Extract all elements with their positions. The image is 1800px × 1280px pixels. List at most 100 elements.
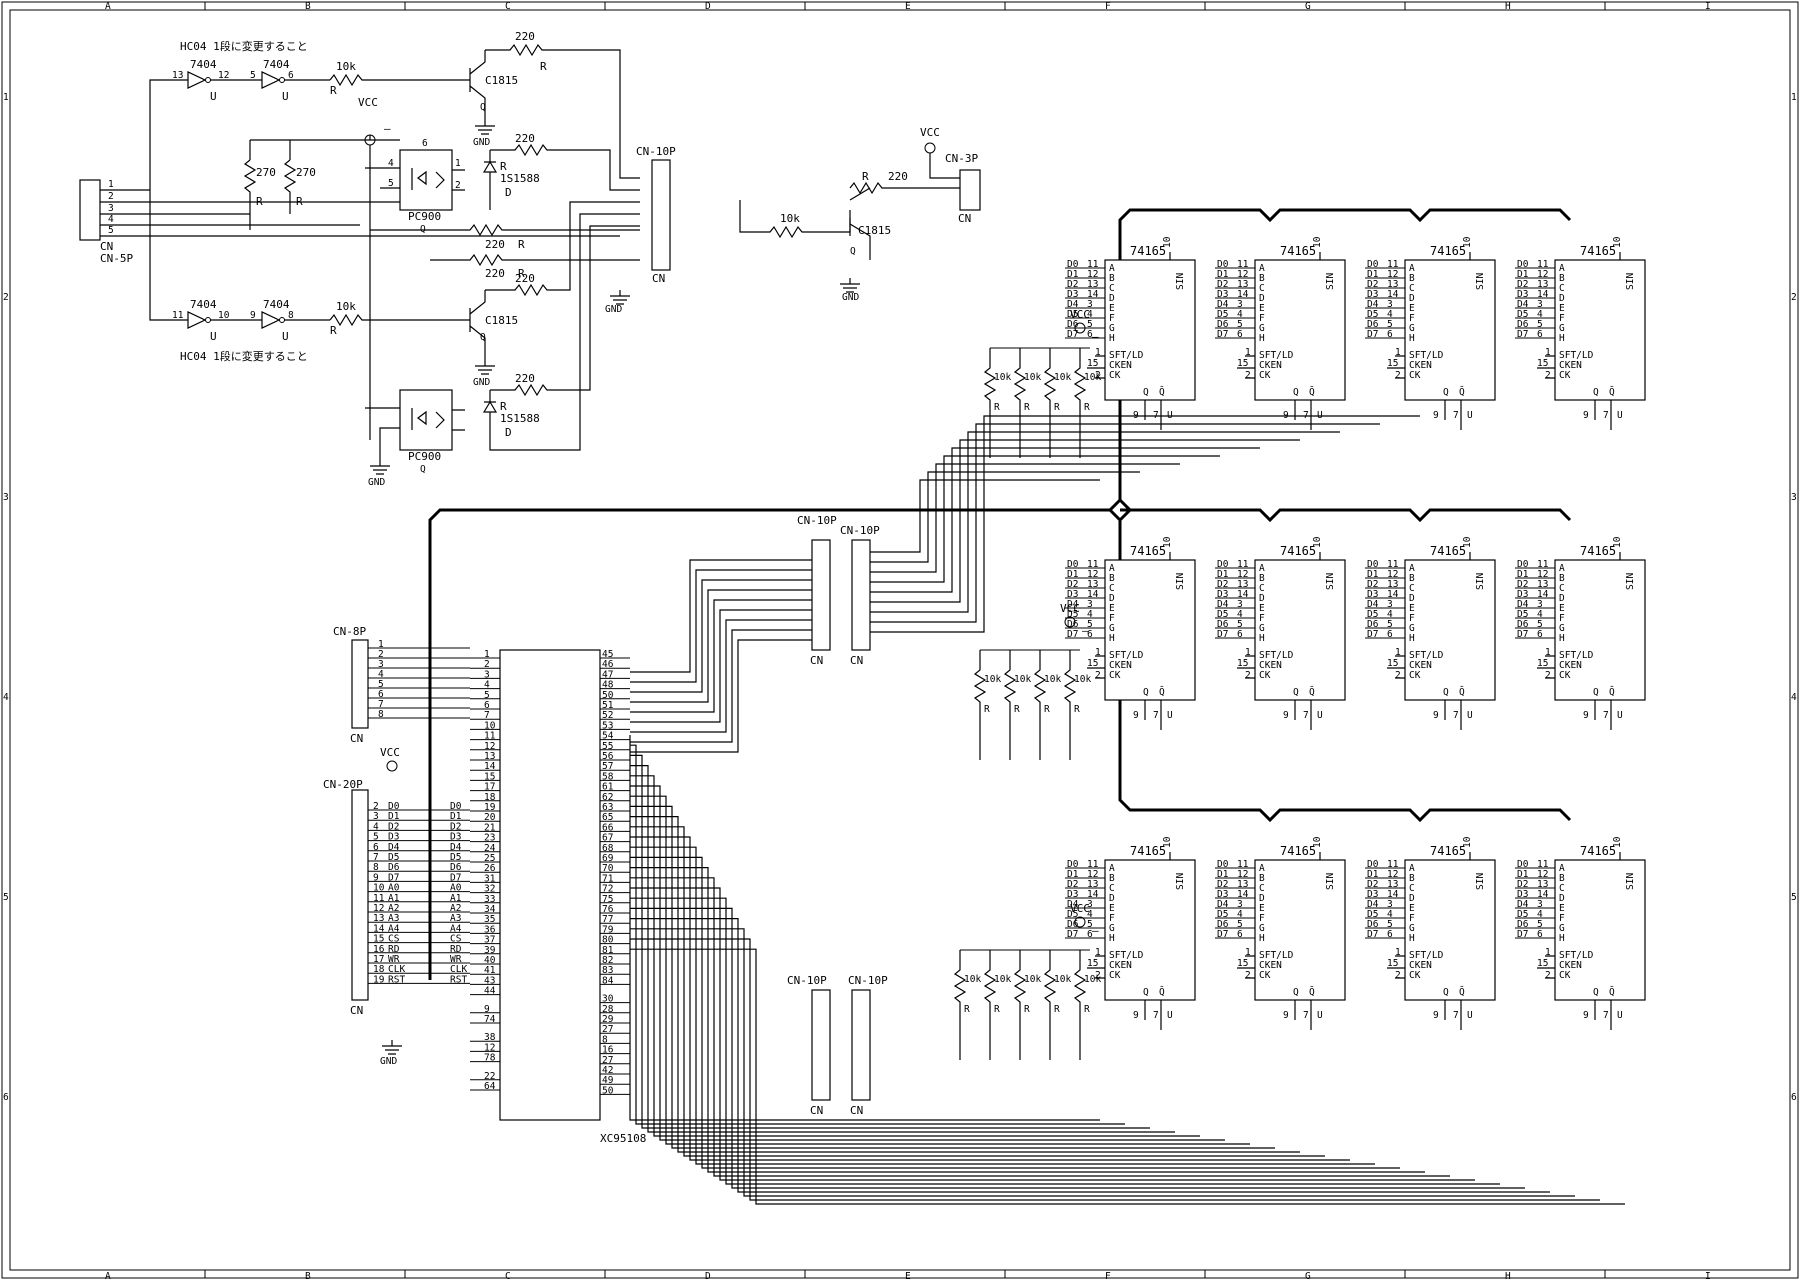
cn5p-connector — [79, 179, 101, 241]
fpga-right-pin-46: 46 — [602, 659, 614, 670]
fpga-right-pin-58: 58 — [602, 771, 614, 782]
chip-u-label: U — [1167, 1010, 1173, 1021]
vcc-pullup-minus: – — [1092, 924, 1099, 937]
chip-data-pin: 13 — [1387, 279, 1398, 290]
cn20p-signal-A2: A2 — [388, 903, 399, 914]
chip-data-input-D0: D0 — [1517, 859, 1529, 870]
chip-qbar-label: Q̄ — [1609, 686, 1615, 698]
diode-top-d: D — [505, 186, 512, 199]
inverter-3-symbol — [187, 311, 262, 329]
frame-col-bottom-F: F — [1105, 1271, 1111, 1280]
route-wire-b — [870, 455, 1220, 583]
chip-data-input-D0: D0 — [1067, 859, 1079, 870]
pc900-top-pin-2: 2 — [455, 180, 461, 191]
chip-data-letter-B: B — [1409, 873, 1415, 884]
chip-data-pin: 4 — [1537, 609, 1543, 620]
chip-data-pin: 3 — [1237, 899, 1243, 910]
chip-74165-part: 74165 — [1580, 544, 1616, 558]
chip-io-wires — [1237, 552, 1321, 730]
chip-data-letter-H: H — [1409, 933, 1415, 944]
fpga-right-pin-76: 76 — [602, 904, 614, 915]
fpga-right-pin-66: 66 — [602, 822, 614, 833]
chip-data-input-D2: D2 — [1067, 879, 1078, 890]
chip-74165-body — [1404, 559, 1496, 701]
chip-qbar-label: Q̄ — [1159, 686, 1165, 698]
pullup-bank-low-resistor — [1043, 950, 1057, 1060]
fpga-right-pin-69: 69 — [602, 853, 614, 864]
fpga-right-pin-61: 61 — [602, 782, 614, 793]
fpga-right-pin-57: 57 — [602, 761, 613, 772]
fpga-left-pin-6: 6 — [484, 700, 490, 711]
fpga-left-pin-19: 19 — [484, 802, 496, 813]
chip-pin-qbar: 7 — [1603, 1010, 1609, 1021]
pullup-bank-top-resistor-ref: R — [994, 402, 1000, 413]
transistor-cn3p-q: Q — [850, 246, 856, 257]
cn3p-cn: CN — [958, 212, 971, 225]
resistor-220-d — [430, 253, 640, 267]
chip-data-pin: 3 — [1387, 899, 1393, 910]
route-wire — [630, 805, 1275, 1149]
chip-74165-body — [1254, 859, 1346, 1001]
frame-col-G: G — [1305, 1, 1311, 12]
route-wire — [630, 887, 1475, 1181]
chip-data-letter-H: H — [1559, 333, 1565, 344]
chip-pin-qbar: 7 — [1603, 410, 1609, 421]
chip-data-pin: 14 — [1537, 889, 1549, 900]
chip-ck: CK — [1559, 670, 1571, 681]
chip-data-letter-G: G — [1259, 323, 1265, 334]
chip-data-pin: 5 — [1237, 319, 1243, 330]
fpga-right-pin-50: 50 — [602, 690, 614, 701]
chip-data-pin: 14 — [1237, 889, 1249, 900]
chip-data-letter-A: A — [1409, 863, 1415, 874]
cn20p-signal-WR: WR — [388, 954, 400, 965]
resistor-220-b — [490, 143, 640, 191]
inverter-2-bubble — [279, 77, 285, 83]
chip-data-letter-G: G — [1409, 923, 1415, 934]
chip-pin-sft: 1 — [1245, 647, 1251, 658]
route-wire — [630, 846, 1375, 1165]
chip-data-input-D4: D4 — [1067, 899, 1079, 910]
fpga-part: XC95108 — [600, 1132, 646, 1145]
chip-74165-body — [1554, 559, 1646, 701]
route-wire — [630, 816, 1300, 1153]
chip-data-letter-D: D — [1109, 293, 1115, 304]
pullup-bank-top-resistor-value: 10k — [994, 372, 1011, 383]
frame-col-bottom-H: H — [1505, 1271, 1511, 1280]
chip-data-letter-F: F — [1259, 313, 1265, 324]
cn8p-pin-8: 8 — [378, 709, 384, 720]
chip-data-letter-D: D — [1559, 293, 1565, 304]
chip-data-pin: 5 — [1237, 619, 1243, 630]
frame-row-1: 1 — [3, 92, 9, 103]
chip-data-input-D7: D7 — [1367, 329, 1378, 340]
chip-data-letter-E: E — [1409, 603, 1415, 614]
cn5p-pin-label: CN — [100, 240, 113, 253]
cn10p-low-b-cn: CN — [850, 1104, 863, 1117]
chip-ck: CK — [1259, 970, 1271, 981]
chip-data-pin: 3 — [1387, 599, 1393, 610]
inverter-2-pin-out: 6 — [288, 70, 294, 81]
vcc-pullup-symbol — [1074, 916, 1086, 928]
resistor-220-e — [485, 201, 640, 297]
chip-data-pin: 4 — [1237, 309, 1243, 320]
fpga-left-pin-2: 2 — [484, 659, 490, 670]
chip-data-pin: 12 — [1537, 869, 1548, 880]
chip-pin-ck: 2 — [1095, 670, 1101, 681]
chip-data-pin: 4 — [1387, 609, 1393, 620]
chip-data-letter-F: F — [1109, 613, 1115, 624]
chip-pin-q: 9 — [1433, 1010, 1439, 1021]
frame-col-F: F — [1105, 1, 1111, 12]
fpga-left-pin-23: 23 — [484, 833, 495, 844]
chip-u-label: U — [1467, 710, 1473, 721]
chip-data-letter-E: E — [1109, 603, 1115, 614]
pullup-bank-mid-resistor — [1003, 650, 1017, 760]
cn20p-signal-dup-D1: D1 — [450, 811, 462, 822]
resistor-270-1-value: 270 — [256, 166, 276, 179]
fpga-left-pin-21: 21 — [484, 822, 496, 833]
chip-qbar-label: Q̄ — [1459, 386, 1465, 398]
chip-sft-ld: SFT/LD — [1559, 350, 1594, 361]
chip-data-input-D1: D1 — [1517, 269, 1529, 280]
pullup-bank-top-resistor — [983, 348, 997, 458]
cn3p-name: CN-3P — [945, 152, 978, 165]
chip-cken: CKEN — [1559, 960, 1582, 971]
